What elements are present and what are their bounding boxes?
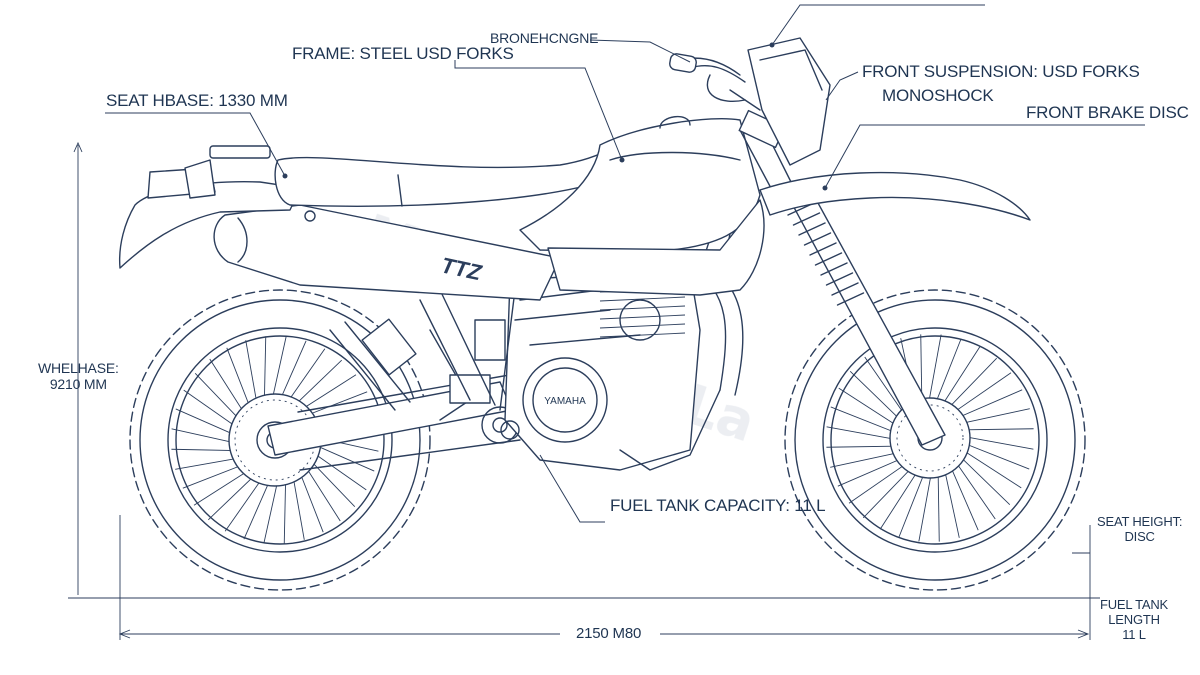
fuel-tank-length-label: FUEL TANK LENGTH 11 L [1100, 597, 1169, 643]
fuel-tank-capacity-label: FUEL TANK CAPACITY: 11 L [610, 496, 826, 515]
wheelbase-label-line1: WHELHASE: [38, 360, 119, 376]
engine-label: BRONEHCNGNE [490, 30, 599, 46]
radiator-shroud [547, 199, 765, 296]
seat-height-line1: SEAT HEIGHT: [1097, 514, 1183, 529]
dimension-lines [68, 141, 1100, 640]
fuel-tank-length-line2: LENGTH [1108, 611, 1160, 627]
overall-length-label: 2150 M80 [576, 625, 642, 642]
engine: YAMAHA [449, 269, 721, 471]
wheelbase-label: WHELHASE: 9210 MM [38, 360, 119, 392]
wheelbase-label-line2: 9210 MM [49, 376, 107, 393]
muffler: TTZ [213, 204, 561, 301]
front-brake-label: FRONT BRAKE DISC [1026, 103, 1189, 122]
frame-label: FRAME: STEEL USD FORKS [292, 44, 514, 63]
monoshock-label: MONOSHOCK [882, 86, 994, 105]
front-suspension-label: FRONT SUSPENSION: USD FORKS [862, 62, 1140, 81]
seat-height-label: SEAT HEIGHT: DISC [1097, 514, 1183, 545]
leader-lines [105, 4, 1145, 523]
engine-case-brand: YAMAHA [544, 396, 586, 407]
seat-base-label: SEAT HBASE: 1330 MM [106, 91, 288, 110]
headlight-plate [747, 37, 831, 166]
rear-fender [118, 145, 301, 269]
fuel-tank-length-line1: FUEL TANK [1100, 597, 1169, 612]
handlebar [669, 53, 761, 111]
fuel-tank-length-line3: 11 L [1122, 626, 1146, 642]
front-forks [738, 109, 946, 446]
rear-shock [329, 318, 471, 421]
rear-wheel [129, 289, 431, 591]
seat-height-line2: DISC [1124, 528, 1155, 544]
